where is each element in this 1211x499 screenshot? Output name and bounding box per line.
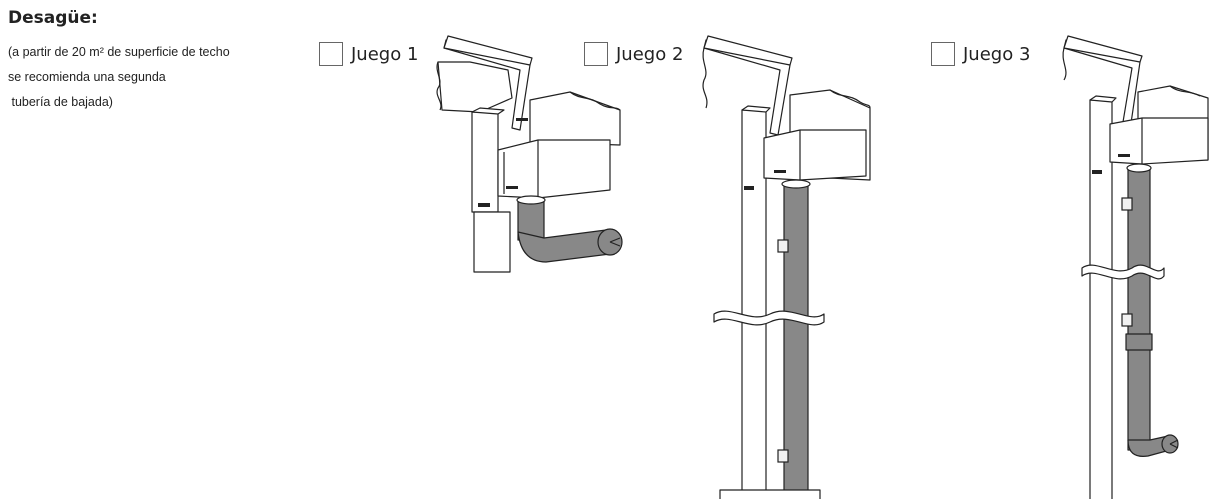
post-top — [471, 111, 499, 213]
gutter-label — [506, 186, 518, 189]
juego-2-checkbox[interactable] — [584, 42, 608, 66]
juego-2-label: Juego 2 — [616, 43, 684, 65]
pipe-collar — [1126, 163, 1152, 173]
break-mark — [713, 310, 825, 326]
beam-fragment — [437, 61, 513, 113]
pipe-collar — [781, 179, 811, 189]
roof-panel-edge — [443, 35, 533, 66]
pipe-clamp — [1121, 313, 1133, 327]
juego-1-label: Juego 1 — [351, 43, 419, 65]
recommendation-note: (a partir de 20 m² de superficie de tech… — [8, 44, 308, 119]
beam-torn-top — [569, 91, 621, 111]
post-label — [1092, 170, 1102, 174]
note-line: (a partir de 20 m² de superficie de tech… — [8, 45, 230, 59]
option-juego-2[interactable]: Juego 2 — [584, 40, 683, 68]
pipe-collar — [516, 195, 546, 205]
pipe-clamp — [1121, 197, 1133, 211]
juego-3-illustration — [1062, 35, 1209, 499]
note-line: se recomienda una segunda — [8, 70, 166, 84]
torn-edge — [436, 61, 442, 111]
note-line: tubería de bajada) — [8, 95, 113, 109]
beam-right — [529, 91, 621, 146]
post-lower — [473, 211, 511, 273]
post-label — [744, 186, 754, 190]
beam-torn-top — [829, 89, 871, 109]
option-juego-1[interactable]: Juego 1 — [319, 40, 418, 68]
gutter-box — [1109, 117, 1209, 165]
break-mark — [1081, 264, 1165, 280]
post — [741, 109, 767, 499]
roof-panel-edge — [703, 35, 793, 66]
torn-edge — [1062, 47, 1067, 81]
torn-edge — [702, 47, 708, 109]
post-cap — [471, 107, 505, 115]
post-cap — [1089, 95, 1117, 103]
downpipe — [783, 183, 809, 499]
panel-label — [516, 118, 528, 121]
ground-plate — [719, 489, 821, 499]
section-heading: Desagüe: — [8, 8, 98, 28]
juego-1-checkbox[interactable] — [319, 42, 343, 66]
gutter-box — [497, 139, 611, 199]
juego-3-checkbox[interactable] — [931, 42, 955, 66]
pipe-clamp — [777, 239, 789, 253]
gutter-label — [774, 170, 786, 173]
roof-panel-edge — [1063, 35, 1143, 63]
beam-torn-top — [1169, 85, 1201, 97]
post — [1089, 99, 1113, 499]
post-cap — [741, 105, 771, 113]
gutter-label — [1118, 154, 1130, 157]
juego-3-label: Juego 3 — [963, 43, 1031, 65]
outlet-notch — [609, 237, 621, 247]
post-label — [478, 203, 490, 207]
pipe-coupling — [1125, 333, 1153, 351]
option-juego-3[interactable]: Juego 3 — [931, 40, 1030, 68]
juego-2-illustration — [702, 35, 871, 499]
pipe-clamp — [777, 449, 789, 463]
juego-1-illustration — [436, 35, 623, 273]
elbow-outlet — [517, 229, 611, 263]
outlet-notch — [1169, 439, 1179, 449]
